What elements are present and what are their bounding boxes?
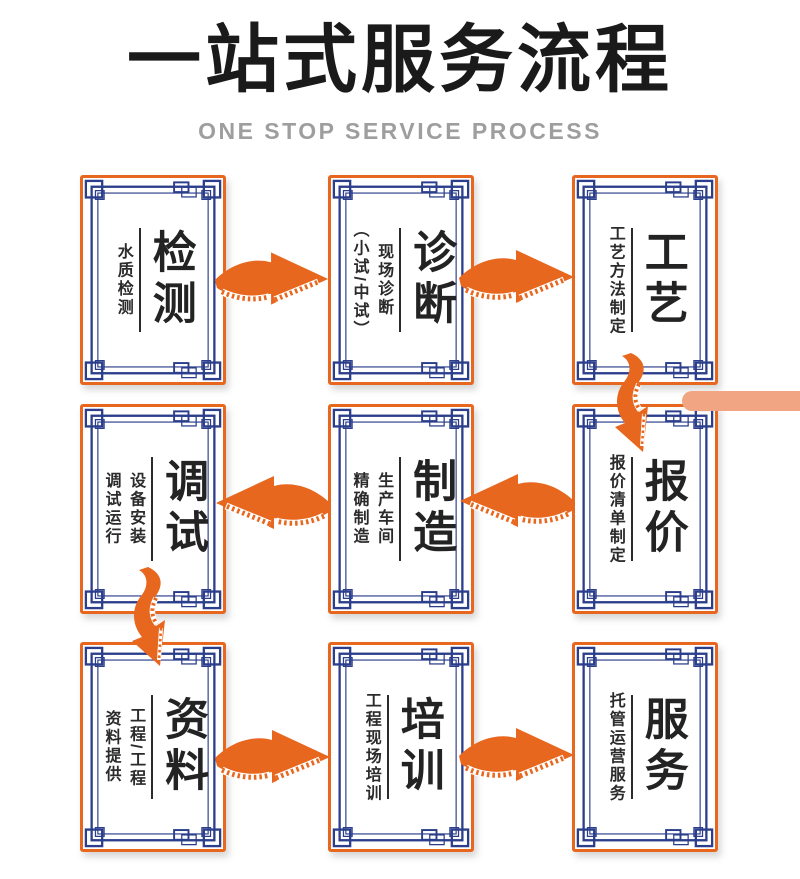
step-subtitle-col: 工艺方法制定	[606, 224, 624, 336]
step-card-training: 培训 工程现场培训	[328, 642, 474, 852]
step-card-diagnosis: 诊断 现场诊断 （小试/中试）	[328, 175, 474, 385]
step-subtitle-col: 资料提供	[102, 710, 120, 784]
step-card-quotation: 报价 报价清单制定	[572, 404, 718, 614]
step-title: 工艺	[637, 229, 687, 331]
arrow-right-icon	[456, 724, 582, 786]
step-card-inspection: 检测 水质检测	[80, 175, 226, 385]
step-title: 培训	[393, 696, 443, 798]
title-divider	[630, 695, 633, 799]
step-subtitle-col: 托管运营服务	[606, 691, 624, 803]
title-divider	[138, 228, 141, 332]
title-divider	[151, 695, 154, 799]
step-title: 服务	[637, 696, 687, 798]
step-subtitle-col: 设备安装	[127, 472, 145, 546]
card-content: 工艺 工艺方法制定	[575, 178, 715, 382]
arrow-down-icon	[128, 566, 180, 674]
step-subtitle-col: 现场诊断	[375, 243, 393, 317]
step-title: 报价	[637, 458, 687, 560]
step-subtitle-col: 调试运行	[102, 472, 120, 546]
step-card-process: 工艺 工艺方法制定	[572, 175, 718, 385]
card-content: 服务 托管运营服务	[575, 645, 715, 849]
title-divider	[399, 228, 402, 332]
card-content: 报价 报价清单制定	[575, 407, 715, 611]
title-divider	[399, 457, 402, 561]
accent-bar	[682, 391, 800, 411]
step-title: 制造	[406, 458, 456, 560]
step-subtitle-col: 水质检测	[114, 243, 132, 317]
card-content: 调试 设备安装 调试运行	[83, 407, 223, 611]
card-content: 检测 水质检测	[83, 178, 223, 382]
title-divider	[386, 695, 389, 799]
step-subtitle-col: 生产车间	[375, 472, 393, 546]
step-title: 资料	[158, 696, 208, 798]
card-content: 培训 工程现场培训	[331, 645, 471, 849]
arrow-right-icon	[212, 248, 336, 310]
step-subtitle-col: 工程现场培训	[362, 691, 380, 803]
arrow-right-icon	[212, 726, 338, 788]
step-title: 调试	[158, 458, 208, 560]
step-subtitle-col: 报价清单制定	[606, 453, 624, 565]
step-title: 诊断	[406, 229, 456, 331]
step-subtitle-col: 工程/工程	[127, 706, 145, 788]
arrow-right-icon	[456, 246, 582, 308]
card-content: 诊断 现场诊断 （小试/中试）	[331, 178, 471, 382]
step-title: 检测	[145, 229, 195, 331]
step-card-documents: 资料 工程/工程 资料提供	[80, 642, 226, 852]
step-subtitle-col: 精确制造	[350, 472, 368, 546]
arrow-left-icon	[208, 472, 334, 534]
arrow-down-icon	[608, 352, 666, 460]
step-card-service: 服务 托管运营服务	[572, 642, 718, 852]
title-divider	[630, 228, 633, 332]
title-divider	[151, 457, 154, 561]
card-content: 资料 工程/工程 资料提供	[83, 645, 223, 849]
page-subtitle: ONE STOP SERVICE PROCESS	[198, 118, 602, 144]
arrow-left-icon	[452, 470, 578, 532]
title-divider	[630, 457, 633, 561]
card-content: 制造 生产车间 精确制造	[331, 407, 471, 611]
page-title: 一站式服务流程	[127, 18, 673, 101]
step-subtitle-col: （小试/中试）	[350, 221, 368, 339]
